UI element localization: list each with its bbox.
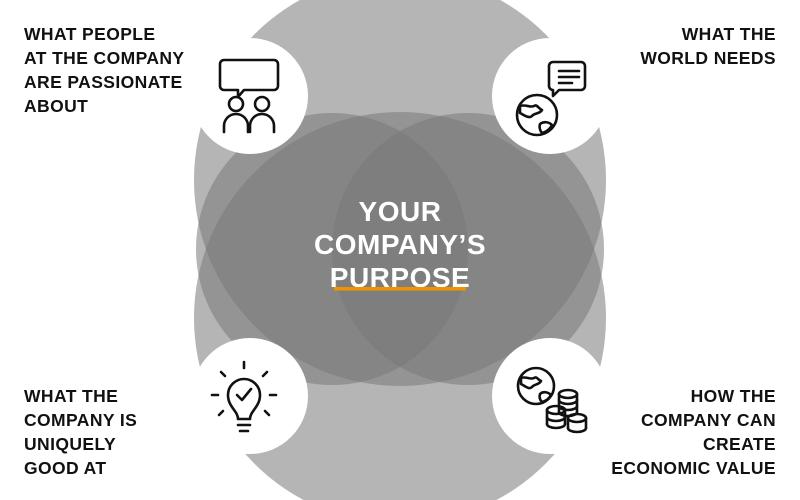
globe-chat-icon xyxy=(515,60,587,137)
label-passion-line-4: ABOUT xyxy=(24,96,89,116)
label-good-at: WHAT THE COMPANY IS UNIQUELY GOOD AT xyxy=(24,384,137,480)
label-good-at-line-1: WHAT THE xyxy=(24,386,119,406)
center-title-line-1: YOUR xyxy=(359,196,442,227)
label-passion-line-1: WHAT PEOPLE xyxy=(24,24,156,44)
cutout-top-left xyxy=(192,38,308,154)
cutout-top-right xyxy=(492,38,608,154)
people-speech-bubble-icon xyxy=(218,58,280,134)
center-title-underline xyxy=(334,287,466,291)
label-passion-line-2: AT THE COMPANY xyxy=(24,48,185,68)
lightbulb-check-icon xyxy=(210,360,278,433)
label-economic-value-line-4: ECONOMIC VALUE xyxy=(611,458,776,478)
label-world-needs-line-1: WHAT THE xyxy=(681,24,776,44)
label-passion: WHAT PEOPLE AT THE COMPANY ARE PASSIONAT… xyxy=(24,22,185,118)
label-economic-value-line-1: HOW THE xyxy=(690,386,776,406)
label-world-needs-line-2: WORLD NEEDS xyxy=(640,48,776,68)
label-economic-value: HOW THE COMPANY CAN CREATE ECONOMIC VALU… xyxy=(611,384,776,480)
globe-coins-icon xyxy=(516,366,588,434)
label-economic-value-line-3: CREATE xyxy=(702,434,776,454)
label-economic-value-line-2: COMPANY CAN xyxy=(640,410,776,430)
cutout-bottom-left xyxy=(192,338,308,454)
label-good-at-line-2: COMPANY IS xyxy=(24,410,138,430)
label-good-at-line-3: UNIQUELY xyxy=(24,434,117,454)
label-good-at-line-4: GOOD AT xyxy=(24,458,107,478)
center-title-line-2: COMPANY’S xyxy=(314,229,486,260)
center-title: YOUR COMPANY’S PURPOSE xyxy=(314,196,486,293)
label-passion-line-3: ARE PASSIONATE xyxy=(24,72,183,92)
petal-right xyxy=(332,113,604,385)
label-world-needs: WHAT THE WORLD NEEDS xyxy=(640,22,776,70)
